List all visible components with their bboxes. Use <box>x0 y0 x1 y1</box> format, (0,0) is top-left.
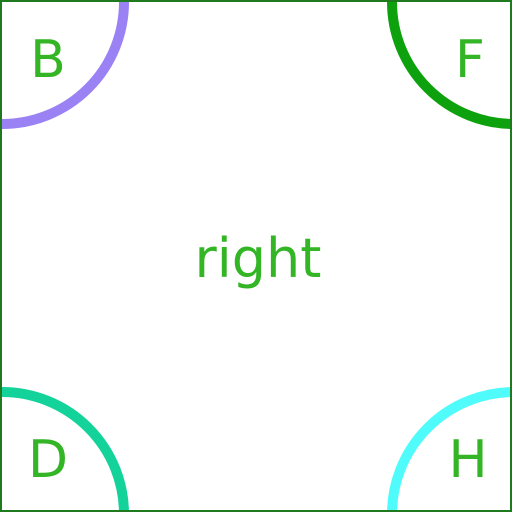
corner-letter-bottom-left: D <box>27 430 69 490</box>
corner-letter-top-left: B <box>30 30 66 90</box>
arc-bottom-right <box>387 387 510 510</box>
arc-top-left <box>2 2 129 129</box>
corner-letter-top-right: F <box>455 30 485 90</box>
corner-letter-bottom-right: H <box>448 430 488 490</box>
center-word: right <box>194 227 322 290</box>
arc-bottom-left <box>2 387 129 510</box>
arc-top-right <box>387 2 510 129</box>
